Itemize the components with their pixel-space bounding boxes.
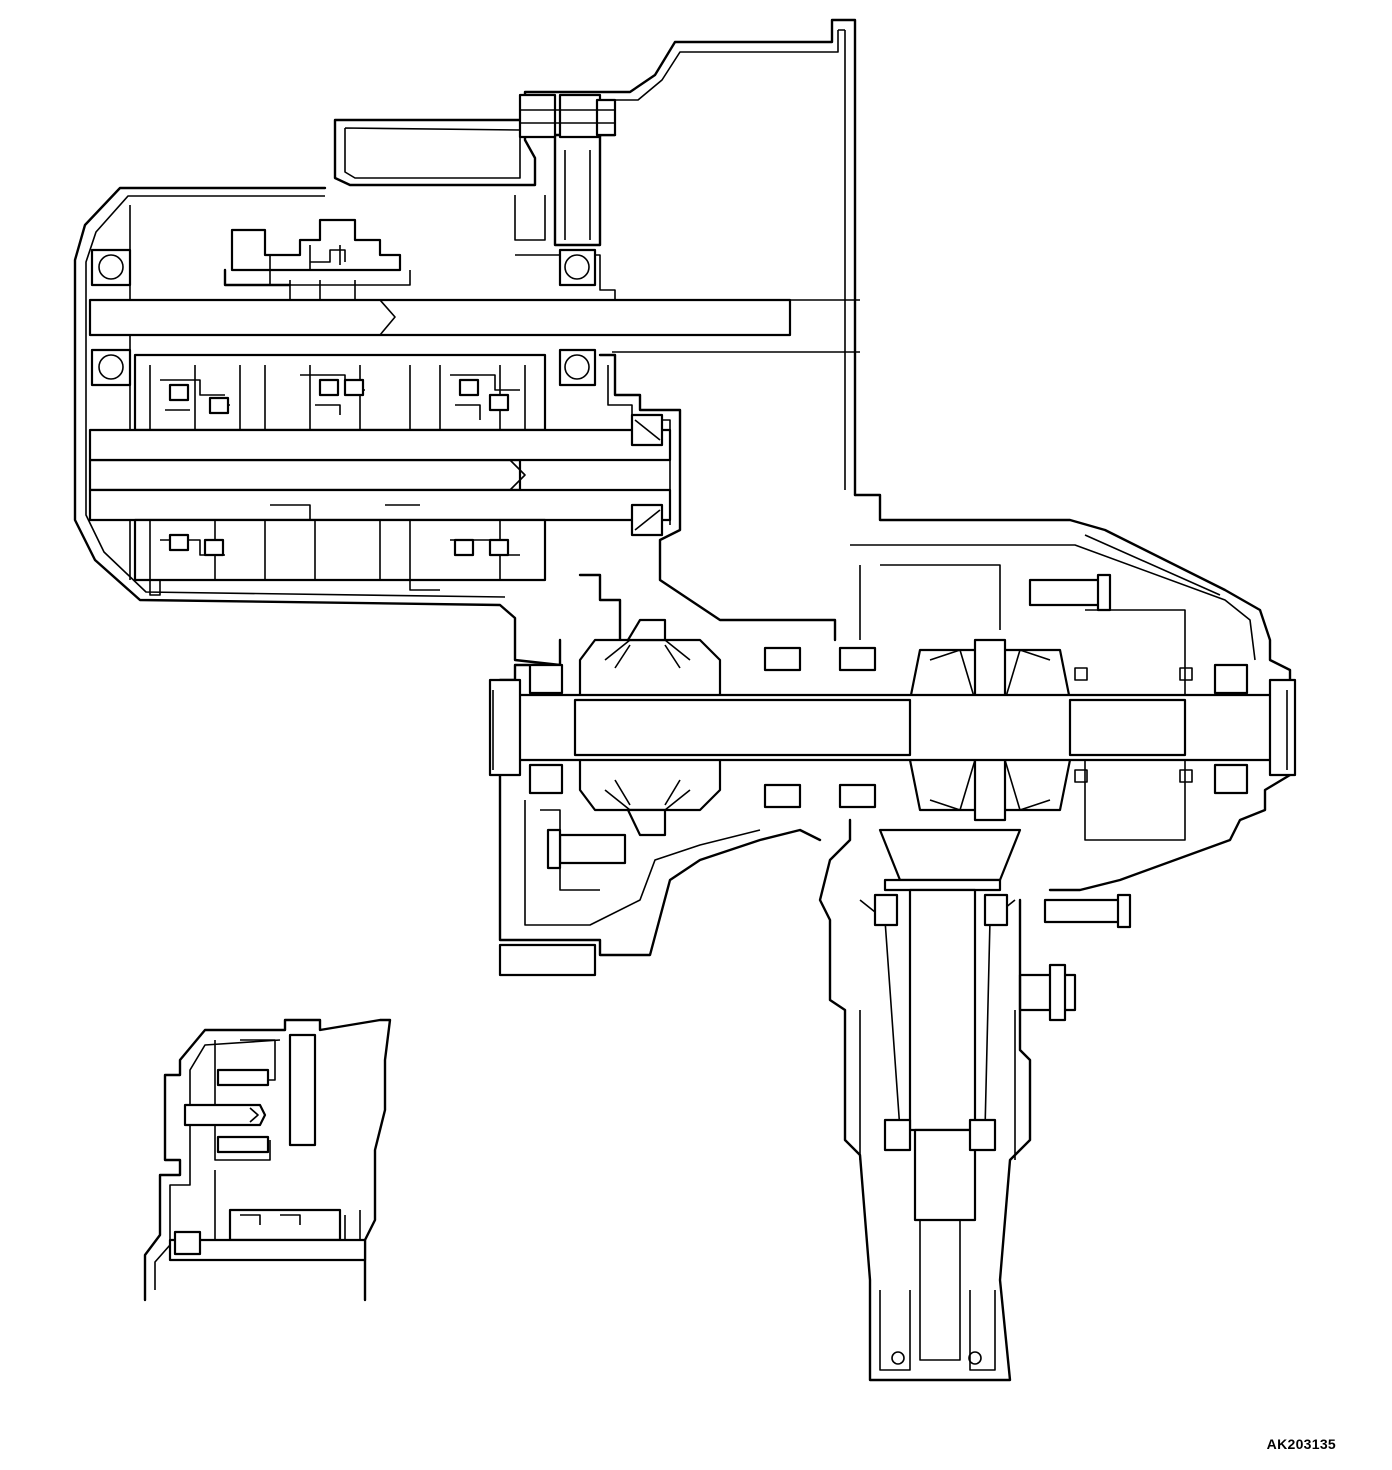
- figure-id-label: AK203135: [1266, 1436, 1336, 1452]
- pinion-drive-shaft: [820, 820, 1030, 1380]
- bolts: [500, 575, 1130, 1020]
- gear-cluster-upper: [135, 355, 545, 430]
- detail-inset-view: [145, 1020, 390, 1300]
- counter-shaft: [90, 415, 670, 535]
- output-shaft: [490, 610, 1295, 840]
- input-shaft: [90, 220, 790, 385]
- gear-cluster-lower: [135, 505, 545, 595]
- transfer-case-housing: [500, 495, 1290, 955]
